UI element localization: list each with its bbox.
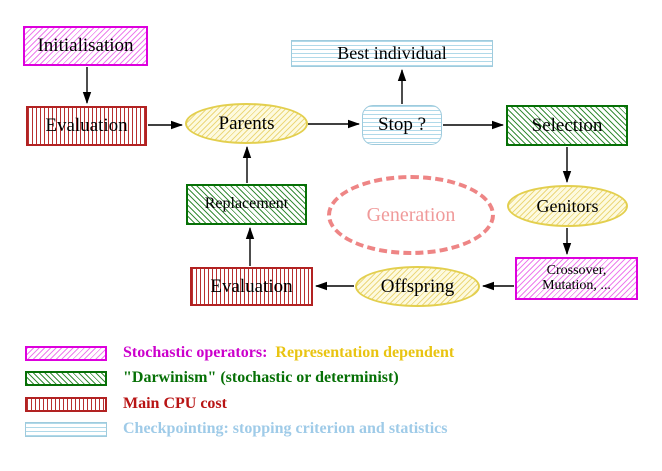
legend-item-checkpointing: Checkpointing: stopping criterion and st… (25, 419, 447, 439)
legend-swatch-magenta-hatch (25, 345, 107, 361)
legend-label-checkpointing: Checkpointing: stopping criterion and st… (123, 420, 448, 437)
node-parents-label: Parents (218, 112, 275, 134)
legend-swatch-green-hatch (25, 370, 107, 386)
node-evaluation-top-label: Evaluation (45, 115, 128, 137)
legend-label-stochastic: Stochastic operators: (123, 344, 268, 361)
node-offspring-label: Offspring (380, 275, 455, 297)
legend-swatch-red-stripes (25, 396, 107, 412)
node-generation-loop: Generation (327, 175, 495, 255)
node-selection: Selection (506, 105, 628, 146)
legend-swatch-cyan-stripes (25, 421, 107, 437)
node-stop-label: Stop ? (377, 114, 427, 136)
node-stop: Stop ? (362, 105, 442, 145)
node-initialisation-label: Initialisation (37, 35, 134, 57)
legend-label-darwinism: "Darwinism" (stochastic or determinist) (123, 369, 399, 386)
node-evaluation-bottom: Evaluation (190, 267, 313, 306)
node-evaluation-bottom-label: Evaluation (210, 275, 293, 297)
node-crossover-line2: Mutation, ... (542, 277, 611, 293)
node-replacement: Replacement (186, 184, 307, 225)
legend-item-stochastic-operators: Stochastic operators: Representation depe… (25, 343, 454, 363)
node-genitors: Genitors (507, 185, 628, 227)
node-best-individual-label: Best individual (337, 43, 447, 64)
node-genitors-label: Genitors (536, 195, 599, 216)
node-selection-label: Selection (531, 114, 603, 136)
node-generation-label: Generation (366, 203, 456, 226)
node-parents: Parents (185, 103, 308, 144)
legend-item-cpu-cost: Main CPU cost (25, 394, 227, 414)
node-best-individual: Best individual (291, 40, 493, 67)
node-evaluation-top: Evaluation (26, 106, 147, 146)
node-offspring: Offspring (355, 266, 480, 307)
node-replacement-label: Replacement (204, 195, 289, 213)
legend-label-representation: Representation dependent (275, 344, 455, 361)
legend-label-cpu-cost: Main CPU cost (123, 395, 227, 412)
legend-item-darwinism: "Darwinism" (stochastic or determinist) (25, 368, 399, 388)
node-crossover-mutation: Crossover, Mutation, ... (515, 257, 638, 300)
node-crossover-line1: Crossover, (546, 262, 607, 278)
node-initialisation: Initialisation (23, 26, 148, 66)
